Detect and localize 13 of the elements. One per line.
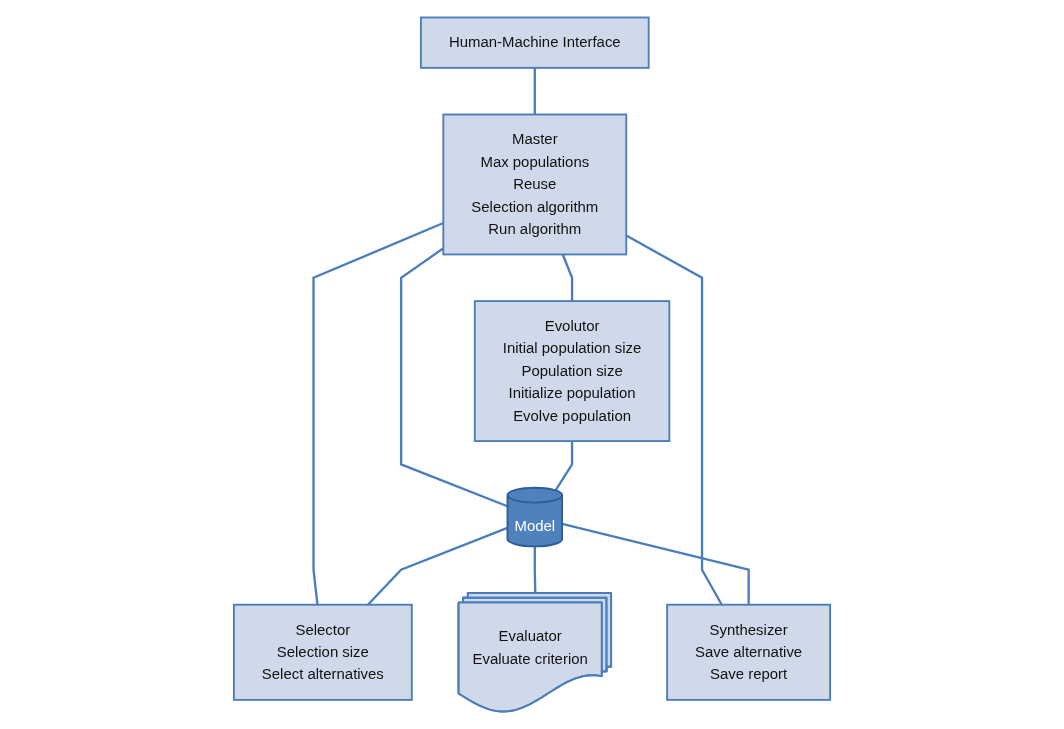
node-box: Selector Selection size Select alternatives [232,603,413,701]
node-box: Master Max populations Reuse Selection algorithm Run algorithm [442,113,628,256]
connector [554,441,574,491]
node-box: Evolutor Initial population size Population size Initialize population Evolve population [473,300,671,442]
connector [533,546,537,594]
node-box: Human-Machine Interface [420,16,650,69]
connector [312,221,444,605]
connector [533,67,536,115]
connector [561,522,750,605]
connector [561,254,574,302]
connector [399,247,508,508]
node-box: Synthesizer Save alternative Save report [666,603,832,701]
connector [367,526,508,606]
